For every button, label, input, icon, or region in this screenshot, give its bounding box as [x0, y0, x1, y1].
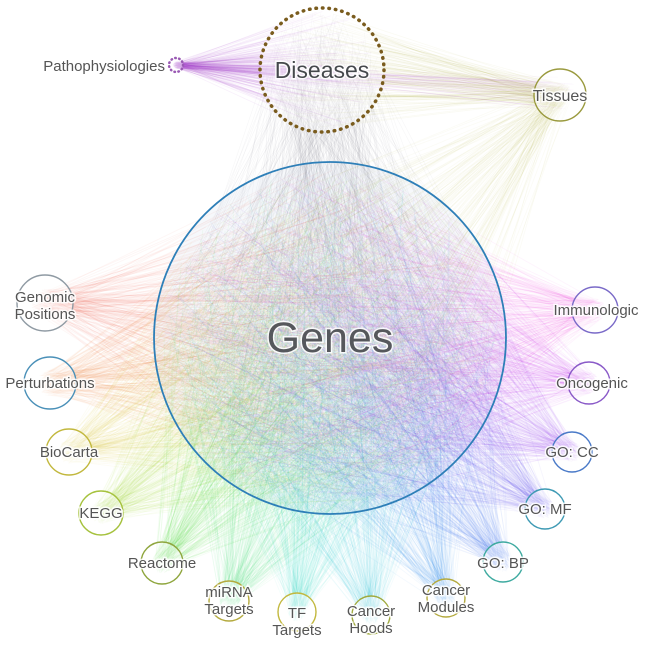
node-cancer_modules[interactable] — [426, 578, 466, 618]
label-kegg: KEGG — [79, 505, 122, 522]
label-go_bp: GO: BP — [477, 555, 529, 572]
edge-fan-genomic_positions-genes — [31, 169, 496, 495]
genes-circle-fill — [154, 162, 506, 514]
label-genes: Genes — [267, 314, 394, 362]
node-perturbations[interactable] — [23, 356, 77, 410]
label-go_mf: GO: MF — [518, 501, 571, 518]
node-reactome[interactable] — [140, 541, 184, 585]
edge-fan-reactome-genes — [151, 171, 494, 574]
label-pathophysiologies: Pathophysiologies — [43, 58, 165, 75]
edge-fan-cancer_modules-genes — [167, 176, 498, 608]
node-go_mf[interactable] — [524, 488, 566, 530]
edge-fan-pathophysiologies-tissues — [172, 61, 578, 112]
label-oncogenic: Oncogenic — [556, 375, 628, 392]
node-go_cc[interactable] — [551, 431, 593, 473]
edge-fan-cancer_hoods-genes — [168, 184, 499, 625]
edge-fan-go_bp-genes — [166, 182, 513, 572]
node-tf_targets[interactable] — [277, 592, 317, 632]
edge-fan-kegg-genes — [89, 178, 497, 524]
label-diseases: Diseases — [275, 57, 370, 83]
node-pathophysiologies[interactable] — [167, 56, 185, 74]
node-go_bp[interactable] — [482, 541, 524, 583]
edge-fans — [31, 11, 607, 625]
label-perturbations: Perturbations — [5, 375, 94, 392]
edge-fan-perturbations-genes — [37, 173, 497, 500]
edge-fan-tissues-diseases — [263, 13, 572, 128]
node-genomic_positions[interactable] — [16, 274, 74, 332]
node-cancer_hoods[interactable] — [351, 595, 391, 635]
edge-fan-oncogenic-genes — [164, 171, 600, 507]
edge-fan-pathophysiologies-diseases — [172, 11, 380, 129]
node-mirna_targets[interactable] — [208, 580, 250, 622]
label-immunologic: Immunologic — [553, 302, 639, 319]
edge-fan-tissues-genes — [161, 82, 574, 504]
edge-fan-diseases-genes — [162, 13, 498, 502]
edge-fan-go_mf-genes — [161, 171, 556, 519]
label-biocarta: BioCarta — [40, 444, 99, 461]
label-go_cc: GO: CC — [545, 444, 599, 461]
label-reactome: Reactome — [128, 555, 196, 572]
node-oncogenic[interactable] — [567, 361, 611, 405]
edge-fan-immunologic-genes — [166, 174, 607, 495]
edge-fan-biocarta-genes — [57, 173, 496, 495]
node-immunologic[interactable] — [571, 286, 619, 334]
node-tissues[interactable] — [533, 68, 587, 122]
label-tissues: Tissues — [533, 88, 588, 105]
node-kegg[interactable] — [78, 490, 124, 536]
node-circles — [16, 6, 619, 635]
node-genes[interactable] — [153, 161, 507, 515]
edge-fan-go_cc-genes — [163, 173, 582, 504]
node-biocarta[interactable] — [45, 428, 93, 476]
edge-fan-tf_targets-genes — [165, 173, 497, 621]
node-diseases[interactable] — [258, 6, 386, 134]
